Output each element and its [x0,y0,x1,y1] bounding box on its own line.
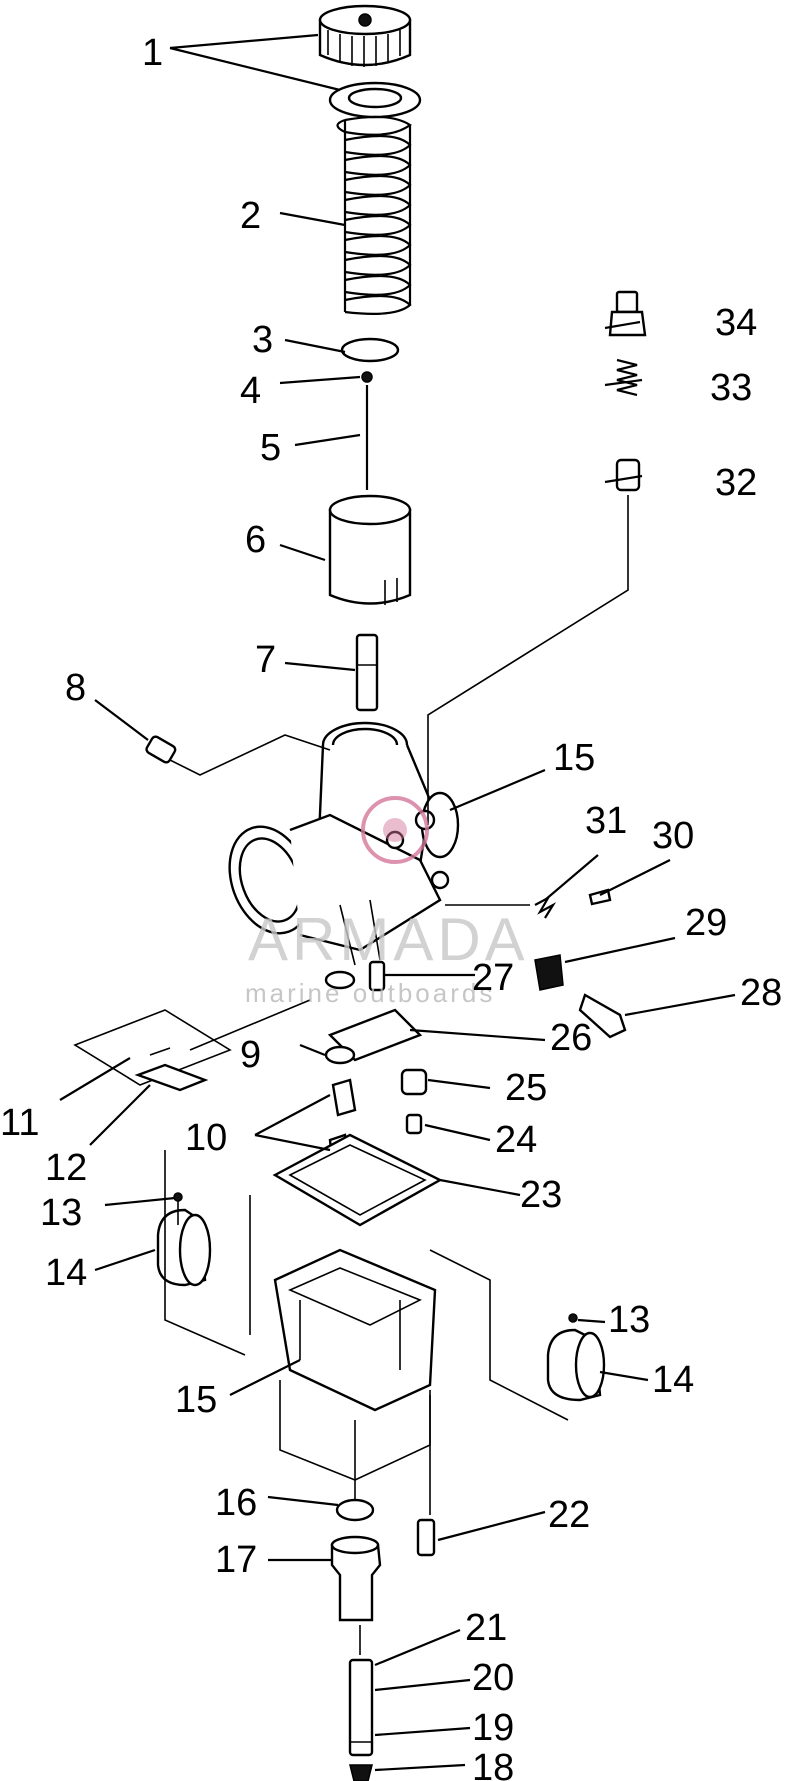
callout-13: 13 [40,1192,82,1234]
callout-16: 16 [215,1482,257,1524]
part-25-float-valve [400,1068,428,1096]
part-32-jet [615,458,641,492]
callout-26: 26 [550,1017,592,1059]
part-31-spring [534,895,557,919]
callout-20: 20 [472,1657,514,1699]
callout-13-right: 13 [608,1299,650,1341]
callout-labels: 1 2 3 4 5 6 7 8 9 10 11 12 13 14 15 16 1… [0,32,782,1781]
callout-7: 7 [255,639,276,681]
callout-18: 18 [472,1747,514,1781]
watermark-brand: ARMADA [248,906,529,973]
callout-14: 14 [45,1252,87,1294]
callout-23: 23 [520,1174,562,1216]
part-3-retainer [340,337,400,363]
part-4-clip [361,371,373,383]
callout-27: 27 [472,957,514,999]
carburetor-body [228,721,460,966]
callout-17: 17 [215,1539,257,1581]
part-2-spring [336,115,412,315]
callout-25: 25 [505,1067,547,1109]
callout-12: 12 [45,1147,87,1189]
watermark-tagline: marine outboards [245,978,495,1008]
part-18-21-tube [348,1658,374,1781]
part-23-gasket [272,1133,443,1227]
callout-19: 19 [472,1707,514,1749]
callout-10: 10 [185,1117,227,1159]
callout-9: 9 [240,1034,261,1076]
part-16-o-ring [335,1498,375,1522]
callout-30: 30 [652,815,694,857]
callout-15: 15 [553,737,595,779]
watermark: ARMADA marine outboards [245,796,529,1008]
part-29-cap [534,954,564,991]
callout-22: 22 [548,1494,590,1536]
callout-15-bowl: 15 [175,1379,217,1421]
callout-31: 31 [585,800,627,842]
part-11-12-bracket [73,1009,232,1092]
part-33-spring [616,358,638,397]
callout-28: 28 [740,972,782,1014]
callout-24: 24 [495,1119,537,1161]
callout-21: 21 [465,1607,507,1649]
part-15-float-bowl [273,1248,437,1412]
callout-4: 4 [240,370,261,412]
part-24-needle [405,1113,423,1135]
callout-3: 3 [252,319,273,361]
part-1-washer [328,81,422,119]
part-8-plug [145,735,177,764]
callout-33: 33 [710,367,752,409]
part-14-float [156,1208,606,1402]
part-7-needle-jet [355,633,379,712]
callout-6: 6 [245,519,266,561]
part-34-fitting [608,290,647,337]
watermark-logo-icon [361,796,429,864]
part-27-screw [368,960,386,992]
callout-29: 29 [685,902,727,944]
part-17-drain [330,1535,382,1622]
callout-1: 1 [142,32,163,74]
callout-2: 2 [240,195,261,237]
part-1-cap [318,4,412,67]
callout-32: 32 [715,462,757,504]
leader-lines [59,33,736,1772]
callout-5: 5 [260,427,281,469]
part-28-screw [578,993,627,1039]
connection-lines [164,495,629,1655]
part-9-washer [324,970,356,1065]
callout-11: 11 [0,1102,39,1144]
part-22-screw [416,1518,436,1557]
callout-8: 8 [65,667,86,709]
callout-14-right: 14 [652,1359,694,1401]
part-6-throttle-valve [328,494,412,605]
callout-34: 34 [715,302,757,344]
